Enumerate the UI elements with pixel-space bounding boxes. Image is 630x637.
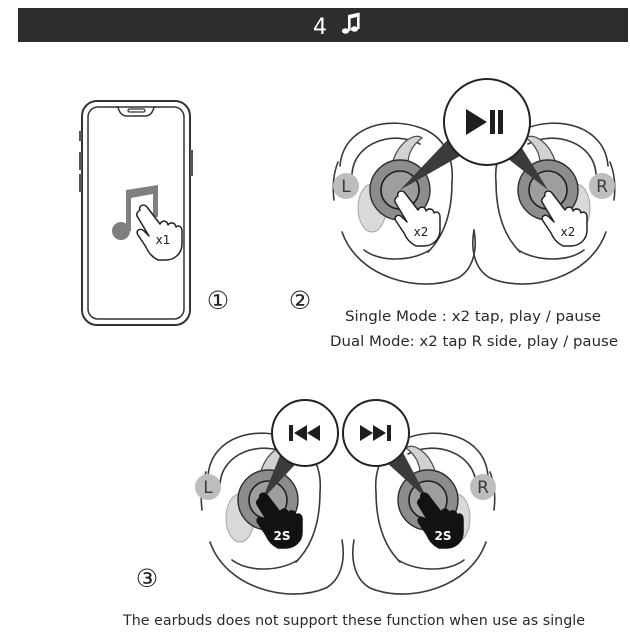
step2-marker: ②	[289, 286, 311, 315]
left-hold-hand-icon: 2S	[255, 492, 303, 549]
next-track-icon	[360, 425, 391, 441]
right-side-badge: R	[589, 173, 615, 199]
screen-music-note-icon	[112, 185, 158, 240]
step3-right-side-badge: R	[470, 474, 496, 500]
step3-track-skip-illustration: L R 2S 2S ③	[136, 399, 496, 595]
smartphone-icon	[79, 100, 193, 326]
tap-count: x1	[156, 233, 171, 247]
left-hold-duration: 2S	[274, 529, 291, 543]
step1-phone-illustration: x1 ①	[79, 100, 229, 326]
step3-right-side-letter: R	[477, 478, 489, 498]
right-hold-hand-icon: 2S	[416, 492, 464, 549]
section-header: 4	[18, 8, 628, 42]
step3-left-side-letter: L	[203, 478, 213, 498]
right-hold-duration: 2S	[435, 529, 452, 543]
left-side-badge: L	[333, 173, 359, 199]
right-tap-count: x2	[561, 225, 576, 239]
left-tap-count: x2	[414, 225, 429, 239]
music-note-icon	[341, 12, 360, 34]
step1-marker: ①	[207, 286, 229, 315]
header-bar	[18, 8, 628, 42]
single-mode-note: The earbuds does not support these funct…	[122, 613, 585, 629]
play-pause-icon	[466, 109, 503, 135]
left-side-letter: L	[341, 177, 351, 197]
step3-marker: ③	[136, 564, 158, 593]
right-tap-hand-icon: x2	[540, 190, 588, 247]
previous-track-icon	[289, 425, 320, 441]
single-mode-caption: Single Mode : x2 tap, play / pause	[345, 309, 601, 325]
right-side-letter: R	[596, 177, 608, 197]
left-tap-hand-icon: x2	[393, 190, 441, 247]
section-number: 4	[313, 15, 327, 40]
dual-mode-caption: Dual Mode: x2 tap R side, play / pause	[330, 334, 618, 350]
tap-hand-icon: x1	[135, 204, 183, 261]
step3-left-side-badge: L	[195, 474, 221, 500]
step2-play-pause-illustration: L R x2 x2 ② Single Mode : x2 tap, play /…	[289, 78, 618, 350]
